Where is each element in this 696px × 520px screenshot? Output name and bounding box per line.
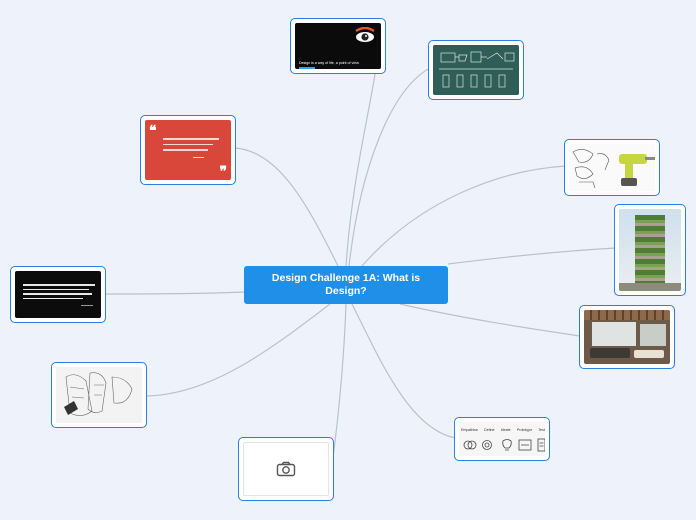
camera-icon [276, 461, 296, 477]
link-design-process [351, 303, 457, 439]
process-step-empathise: Empathise [461, 428, 478, 432]
process-step-labels: Empathise Define Ideate Prototype Test [461, 428, 545, 432]
black-quote-image [15, 271, 101, 318]
chalkboard-image [433, 45, 519, 95]
image-placeholder-box [243, 442, 329, 496]
link-eye-quote [345, 67, 377, 267]
link-drill [361, 165, 567, 267]
green-tower-image [619, 209, 681, 291]
node-interior-photo[interactable] [579, 305, 675, 369]
design-process-image: Empathise Define Ideate Prototype Test [459, 422, 545, 456]
link-red-quote [233, 147, 339, 267]
node-black-quote[interactable] [10, 266, 106, 323]
interior-photo-image [584, 310, 670, 364]
link-chalkboard [348, 67, 431, 267]
node-chalkboard-sketch[interactable] [428, 40, 524, 100]
node-shoe-sketch[interactable] [51, 362, 147, 428]
eye-quote-image: Design is a way of life, a point of view… [295, 23, 381, 69]
process-step-prototype: Prototype [516, 428, 533, 432]
link-interior [399, 303, 581, 337]
link-black-quote [103, 291, 245, 295]
quote-open-icon: ❝ [149, 122, 157, 138]
eye-icon [355, 27, 375, 42]
node-green-tower[interactable] [614, 204, 686, 296]
node-red-quote[interactable]: ❝ ❞ [140, 115, 236, 185]
eye-quote-caption: Design is a way of life, a point of view… [299, 61, 360, 65]
shoe-sketch-image [56, 367, 142, 423]
link-placeholder [331, 303, 347, 467]
process-icons [463, 438, 545, 452]
link-tower [447, 247, 617, 265]
process-step-ideate: Ideate [500, 428, 511, 432]
node-design-process[interactable]: Empathise Define Ideate Prototype Test [454, 417, 550, 461]
node-image-placeholder[interactable] [238, 437, 334, 501]
central-topic[interactable]: Design Challenge 1A: What is Design? [244, 266, 448, 304]
drill-sketch-image [569, 144, 655, 191]
red-quote-image: ❝ ❞ [145, 120, 231, 180]
central-topic-title: Design Challenge 1A: What is Design? [271, 272, 421, 297]
quote-close-icon: ❞ [219, 163, 227, 179]
process-step-test: Test [538, 428, 545, 432]
process-step-define: Define [484, 428, 495, 432]
node-eye-quote[interactable]: Design is a way of life, a point of view… [290, 18, 386, 74]
link-shoe-sketch [145, 303, 331, 397]
node-drill-sketch[interactable] [564, 139, 660, 196]
